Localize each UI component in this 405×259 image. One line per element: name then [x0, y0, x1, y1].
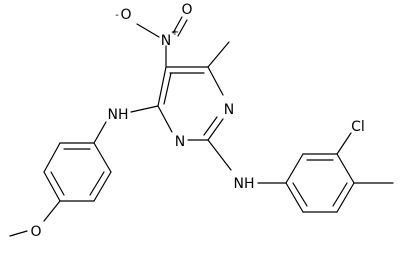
- atom-n-ring-right: N: [224, 102, 234, 118]
- bond-ar2-f: [285, 182, 304, 213]
- atom-cl: Cl: [351, 119, 365, 135]
- bond-n3-c4: [157, 105, 173, 133]
- bond-ar2-d: [336, 182, 355, 213]
- bond-ar1-f: [93, 142, 112, 173]
- bond-nh-ar1: [93, 121, 107, 144]
- atom-n-plus: N: [161, 33, 171, 49]
- bond-nplus-ominus: [136, 23, 160, 38]
- bond-n1-c2-inner: [203, 116, 218, 136]
- bond-ar2-inner-3: [292, 182, 308, 207]
- bond-c6-n1: [207, 66, 224, 96]
- bond-ar1-e: [93, 171, 112, 202]
- charge-plus: +: [171, 27, 179, 38]
- atom-o-methoxy: O: [30, 224, 41, 240]
- bond-ar1-inner-2: [50, 171, 65, 196]
- bond-nplus-odouble-b: [177, 19, 188, 37]
- bond-ar1-inner-3: [89, 171, 105, 196]
- bond-c6-methyl: [207, 41, 230, 68]
- bond-ar2-a: [285, 153, 304, 184]
- atom-nh-left: NH: [108, 107, 129, 123]
- bond-ar1-o: [43, 200, 61, 222]
- bond-ar1-c: [43, 171, 61, 202]
- bond-ar2-cl: [336, 132, 352, 155]
- bond-ar2-inner-2: [332, 182, 348, 207]
- bond-ar1-b: [43, 142, 61, 173]
- bond-ar2-c: [336, 153, 355, 184]
- bond-nplus-odouble-a: [172, 16, 183, 34]
- charge-minus: -: [115, 10, 119, 21]
- bond-c4-c5-inner: [163, 72, 172, 105]
- atom-o-minus: O: [120, 7, 131, 23]
- bond-c4-c5: [157, 66, 167, 107]
- bond-n1-c2: [207, 118, 224, 141]
- bond-o-methyl: [9, 230, 28, 237]
- atom-n-ring-bottom: N: [175, 134, 185, 150]
- atom-o-double: O: [181, 2, 192, 18]
- bond-c2-nh: [207, 139, 232, 171]
- atom-nh-right: NH: [234, 176, 255, 192]
- bond-c4-nh: [130, 105, 159, 113]
